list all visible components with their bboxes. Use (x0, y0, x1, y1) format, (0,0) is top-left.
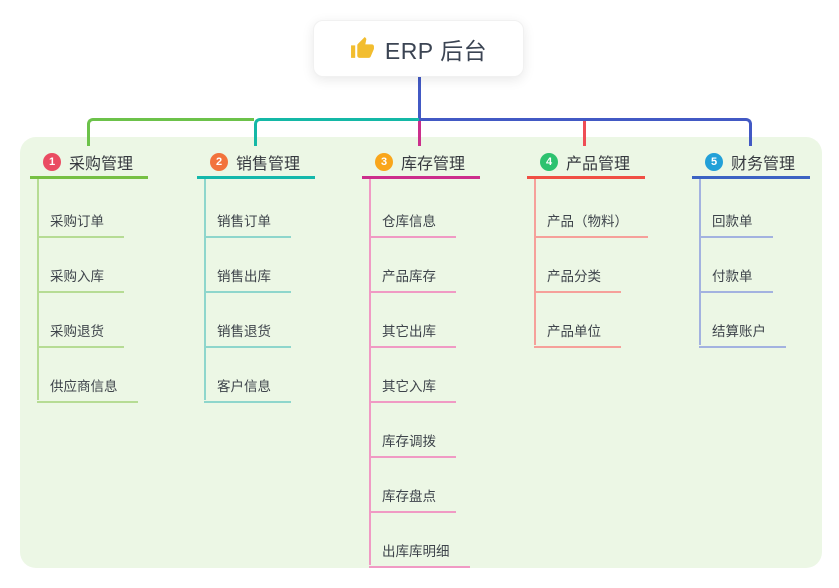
branch-child-connector (699, 179, 701, 345)
branch-label: 库存管理 (401, 156, 466, 173)
child-node-采购入库[interactable]: 采购入库 (37, 265, 124, 293)
branch-node-库存管理[interactable]: 3 库存管理 (362, 148, 480, 179)
branch-node-财务管理[interactable]: 5 财务管理 (692, 148, 810, 179)
child-node-客户信息[interactable]: 客户信息 (204, 375, 291, 403)
connector-branch-1 (87, 118, 254, 146)
child-node-出库库明细[interactable]: 出库库明细 (369, 540, 470, 568)
branch-index-badge: 3 (375, 153, 393, 171)
thumbs-up-icon (350, 36, 375, 61)
branch-child-connector (534, 179, 536, 345)
child-node-采购退货[interactable]: 采购退货 (37, 320, 124, 348)
child-node-供应商信息[interactable]: 供应商信息 (37, 375, 138, 403)
branch-index-badge: 1 (43, 153, 61, 171)
child-node-产品库存[interactable]: 产品库存 (369, 265, 456, 293)
child-node-销售退货[interactable]: 销售退货 (204, 320, 291, 348)
child-node-销售订单[interactable]: 销售订单 (204, 210, 291, 238)
connector-branch-3 (418, 121, 421, 146)
branch-node-销售管理[interactable]: 2 销售管理 (197, 148, 315, 179)
child-node-付款单[interactable]: 付款单 (699, 265, 773, 293)
branch-label: 采购管理 (69, 156, 134, 173)
branch-index-badge: 5 (705, 153, 723, 171)
branch-label: 财务管理 (731, 156, 796, 173)
child-node-回款单[interactable]: 回款单 (699, 210, 773, 238)
child-node-产品单位[interactable]: 产品单位 (534, 320, 621, 348)
child-node-产品分类[interactable]: 产品分类 (534, 265, 621, 293)
branches-panel (20, 137, 822, 568)
child-node-仓库信息[interactable]: 仓库信息 (369, 210, 456, 238)
branch-child-connector (37, 179, 39, 400)
child-node-销售出库[interactable]: 销售出库 (204, 265, 291, 293)
connector-branch-2 (254, 118, 419, 146)
branch-child-connector (369, 179, 371, 565)
child-node-库存盘点[interactable]: 库存盘点 (369, 485, 456, 513)
branch-child-connector (204, 179, 206, 400)
branch-index-badge: 4 (540, 153, 558, 171)
child-node-结算账户[interactable]: 结算账户 (699, 320, 786, 348)
connector-branch-4 (583, 121, 586, 146)
branch-index-badge: 2 (210, 153, 228, 171)
child-node-其它入库[interactable]: 其它入库 (369, 375, 456, 403)
child-node-产品（物料）[interactable]: 产品（物料） (534, 210, 648, 238)
connector-branch-5 (419, 118, 752, 146)
child-node-其它出库[interactable]: 其它出库 (369, 320, 456, 348)
root-node[interactable]: ERP 后台 (313, 20, 524, 77)
connector-root-line (418, 77, 421, 118)
child-node-采购订单[interactable]: 采购订单 (37, 210, 124, 238)
root-title: ERP 后台 (384, 37, 488, 64)
branch-label: 销售管理 (236, 156, 301, 173)
branch-node-产品管理[interactable]: 4 产品管理 (527, 148, 645, 179)
branch-label: 产品管理 (566, 156, 631, 173)
branch-node-采购管理[interactable]: 1 采购管理 (30, 148, 148, 179)
child-node-库存调拨[interactable]: 库存调拨 (369, 430, 456, 458)
